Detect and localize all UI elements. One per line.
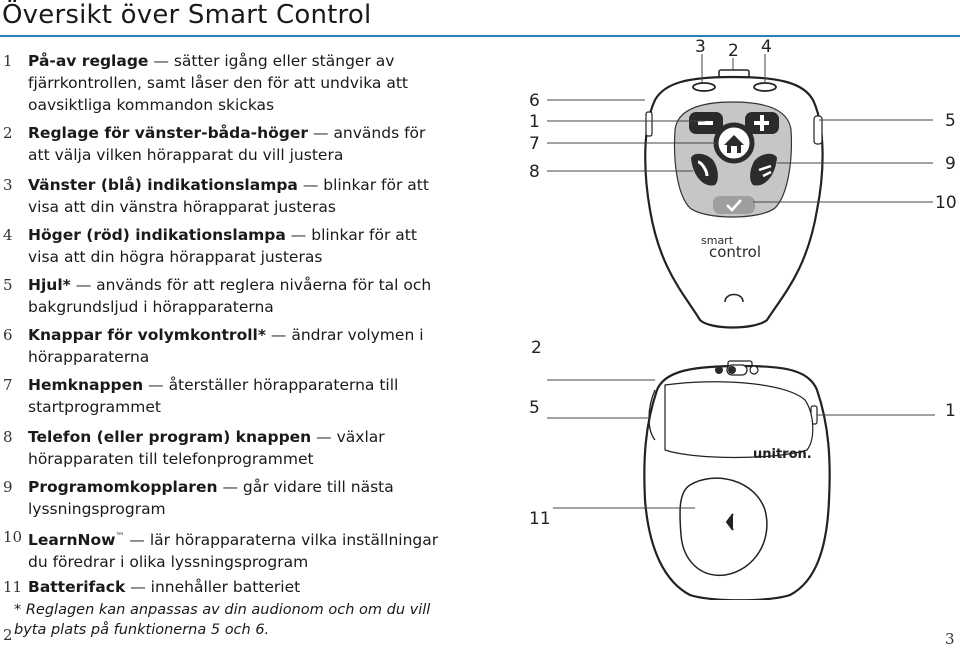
item-name: Batterifack [28,578,126,596]
item-desc: ändrar volymen i hörapparaterna [28,326,424,366]
volume-up-button[interactable] [745,112,779,134]
title-rule [0,35,960,37]
item-name: Reglage för vänster-båda-höger [28,124,309,142]
item-number: 2 [3,124,13,142]
callout-2: 2 [728,41,739,61]
item-desc: återställer hörapparaterna till startpro… [28,376,399,416]
home-button[interactable] [713,122,755,164]
dash: — [222,478,238,496]
dash: — [270,326,287,344]
callout-back-5: 5 [529,398,540,418]
callout-3: 3 [695,37,706,57]
on-off-switch[interactable] [715,364,759,376]
dash: — [75,276,92,294]
callout-8: 8 [529,162,540,182]
item-desc: sätter igång eller stänger av fjärrkontr… [28,52,408,114]
page-number-right: 3 [945,630,955,648]
dash: — [313,124,329,142]
dash: — [153,52,169,70]
callout-7: 7 [529,134,540,154]
callout-6: 6 [529,91,540,111]
callout-back-11: 11 [529,509,551,529]
item-number: 9 [3,478,13,496]
volume-down-button[interactable] [689,112,723,134]
callout-9: 9 [945,154,956,174]
item-name: Hemknappen [28,376,144,394]
item-number: 8 [3,428,13,446]
item-name: Knappar för volymkontroll* [28,326,266,344]
right-indicator-lamp [753,82,777,92]
item-desc: innehåller batteriet [150,578,301,596]
item-number: 1 [3,52,13,70]
dash: — [290,226,307,244]
remote-back: unitron. 2 5 11 1 [529,338,956,600]
brand-control: control [709,243,761,261]
phone-button[interactable] [691,153,718,186]
callout-10: 10 [935,193,957,213]
item-number: 4 [3,226,13,244]
item-desc: går vidare till nästa lyssningsprogram [28,478,394,518]
item-name: Höger (röd) indikationslampa [28,226,286,244]
page-number-left: 2 [3,626,13,644]
callout-4: 4 [761,37,772,57]
item-desc: lär hörapparaterna vilka inställningar d… [28,531,439,572]
brand-smart: smart [701,234,734,247]
program-button[interactable] [750,153,777,186]
item-name: Programomkopplaren [28,478,218,496]
callout-1: 1 [529,112,540,132]
item-number: 10 [3,528,23,546]
item-desc: blinkar för att visa att din vänstra hör… [28,176,429,216]
remote-front: smart control 3 2 4 6 1 7 8 5 9 10 [529,37,957,329]
item-number: 3 [3,176,13,194]
callout-back-2: 2 [531,338,542,358]
item-desc: används för att reglera nivåerna för tal… [28,276,432,316]
trademark-mark: ™ [115,532,125,542]
learnnow-button[interactable] [713,196,755,214]
page-title: Översikt över Smart Control [2,0,372,30]
item-name: Telefon (eller program) knappen [28,428,312,446]
item-desc: växlar hörapparaten till telefonprogramm… [28,428,385,468]
callout-5: 5 [945,111,956,131]
dash: — [129,531,145,550]
item-desc: blinkar för att visa att din högra hörap… [28,226,417,266]
unitron-logo: unitron. [753,447,812,462]
item-number: 11 [3,578,23,596]
dash: — [316,428,332,446]
item-name: Vänster (blå) indikationslampa [28,176,298,194]
item-desc: används för att välja vilken hörapparat … [28,124,426,164]
item-number: 5 [3,276,13,294]
item-number: 7 [3,376,13,394]
item-name: LearnNow [28,531,116,550]
item-name: På-av reglage [28,52,149,70]
item-number: 6 [3,326,13,344]
left-indicator-lamp [692,82,716,92]
footnote: * Reglagen kan anpassas av din audionom … [14,602,431,638]
callout-back-1: 1 [945,401,956,421]
item-name: Hjul* [28,276,71,294]
dash: — [148,376,164,394]
device-diagram: smart control 3 2 4 6 1 7 8 5 9 10 [529,37,957,600]
dash: — [302,176,319,194]
dash: — [130,578,146,596]
